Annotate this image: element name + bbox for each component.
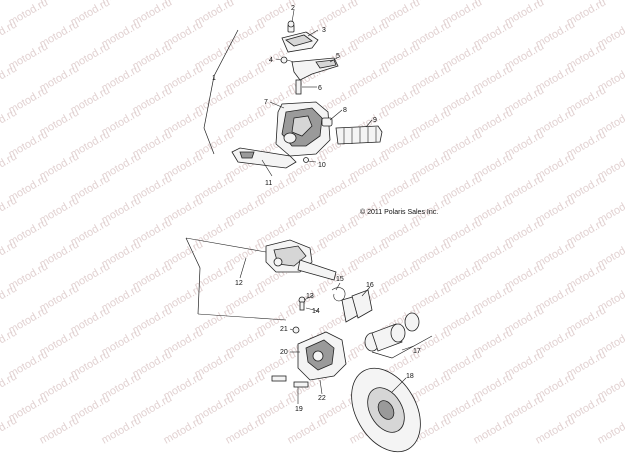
callout-10: 10	[318, 162, 326, 169]
watermark-text: motod.ru	[472, 414, 516, 446]
callout-2: 2	[291, 5, 295, 12]
bracket-1	[203, 29, 239, 155]
callout-6: 6	[318, 85, 322, 92]
part-bolts	[271, 375, 309, 388]
part-bolt-13	[298, 296, 306, 311]
part-screw-10	[303, 157, 309, 163]
callout-22: 22	[318, 395, 326, 402]
watermark-text: motod.ru	[162, 414, 206, 446]
callout-5: 5	[336, 53, 340, 60]
bracket-17	[371, 335, 433, 359]
copyright-notice: © 2011 Polaris Sales Inc.	[360, 208, 438, 216]
part-pistons-17	[364, 312, 420, 352]
callout-17: 17	[413, 348, 421, 355]
part-pads-16	[341, 289, 373, 323]
watermark-text: motod.ru	[224, 414, 268, 446]
part-fitting-21	[292, 326, 300, 334]
watermark-text: motod.ru	[596, 414, 625, 446]
leader-lines	[239, 9, 415, 404]
callout-labels: 1 2 3 4 5 6 7 8 9 10 11 12 13 14 15 16 1…	[212, 5, 421, 413]
part-cover	[281, 31, 319, 53]
bracket-12	[185, 237, 201, 315]
callout-20: 20	[280, 349, 288, 356]
part-cover-screw	[287, 20, 295, 33]
part-disc-18	[351, 367, 421, 453]
watermark-text: motod.ru	[534, 414, 578, 446]
callout-11: 11	[265, 180, 272, 187]
part-lever-assembly	[265, 239, 337, 281]
part-housing-7	[275, 101, 331, 157]
part-grip-9	[335, 125, 383, 145]
callout-14: 14	[312, 308, 320, 315]
callout-4: 4	[269, 57, 273, 64]
watermark-text: motod.ru	[0, 0, 19, 7]
callout-8: 8	[343, 107, 347, 114]
watermark-text: motod.ru	[100, 414, 144, 446]
callout-7: 7	[264, 99, 268, 106]
callout-15: 15	[336, 276, 344, 283]
part-cable-12	[185, 237, 287, 321]
callout-21: 21	[280, 326, 288, 333]
callout-13: 13	[306, 293, 314, 300]
part-pin-6	[295, 79, 302, 95]
watermark-text: motod.ru	[286, 414, 330, 446]
callout-12: 12	[235, 280, 243, 287]
part-lever-11	[231, 147, 297, 169]
part-caliper-20	[297, 331, 347, 381]
callout-1: 1	[212, 75, 216, 82]
part-clip-15	[331, 287, 346, 302]
callout-19: 19	[295, 406, 303, 413]
callout-3: 3	[322, 27, 326, 34]
watermark-text: motod.ru	[38, 414, 82, 446]
part-clamp-8	[321, 117, 333, 127]
callout-16: 16	[366, 282, 374, 289]
exploded-parts	[185, 9, 433, 453]
part-lever-5	[291, 57, 339, 81]
callout-9: 9	[373, 117, 377, 124]
callout-18: 18	[406, 373, 414, 380]
